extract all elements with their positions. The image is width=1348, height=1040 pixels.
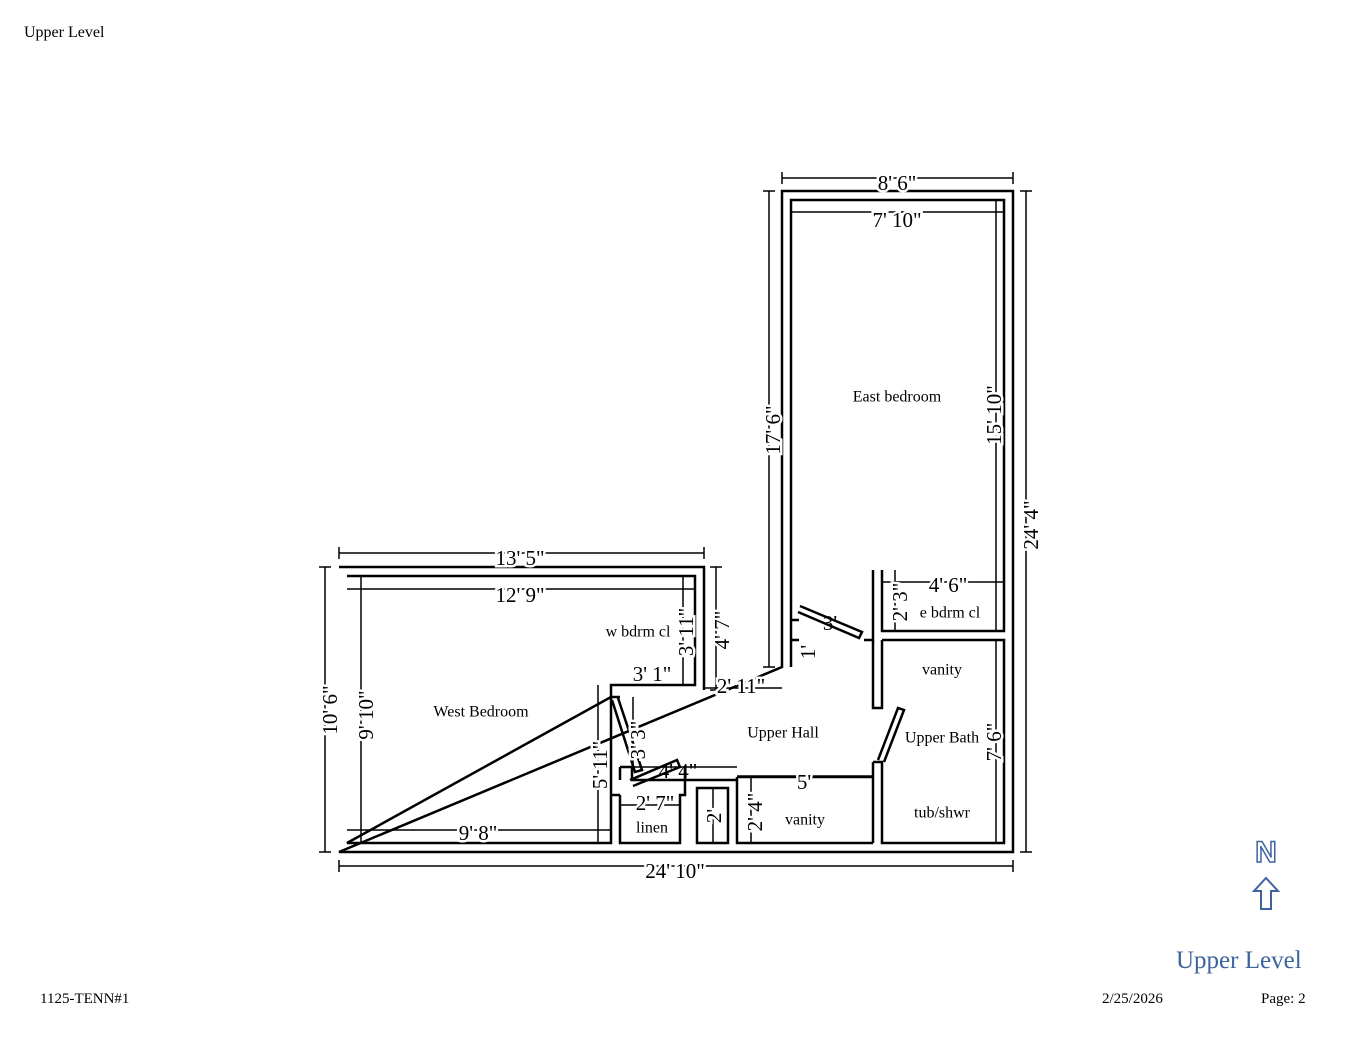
outer-wall xyxy=(338,189,1015,854)
dim-label: 3' 3" xyxy=(626,721,650,760)
dim-label: 15' 10" xyxy=(982,385,1006,445)
dim-label: 9' 10" xyxy=(354,690,378,739)
dim-label: 1' xyxy=(796,645,820,659)
door-east xyxy=(797,604,864,640)
dim-label: 3' 1" xyxy=(633,662,672,686)
arrow-up-icon xyxy=(1251,876,1281,910)
dim-label: 7' 10" xyxy=(872,208,921,232)
room-tub-shower: tub/shwr xyxy=(914,805,971,822)
door-bath xyxy=(876,706,906,763)
dim-label: 9' 8" xyxy=(459,821,498,845)
room-e-bdrm-cl: e bdrm cl xyxy=(920,605,981,622)
room-labels: East bedroom West Bedroom w bdrm cl e bd… xyxy=(433,389,980,837)
page-header-title: Upper Level xyxy=(24,24,105,41)
dim-label: 2' 7" xyxy=(636,791,675,815)
dim-label: 3' 11" xyxy=(674,608,698,656)
dim-label: 4' 4" xyxy=(659,759,698,783)
dim-label: 2' 11" xyxy=(717,674,765,698)
dim-label: 5' xyxy=(797,770,811,794)
dim-label: 2' 4" xyxy=(743,793,767,832)
level-label: Upper Level xyxy=(1176,947,1302,974)
footer-page: Page: 2 xyxy=(1261,991,1306,1007)
dim-label: 4' 6" xyxy=(929,573,968,597)
walls xyxy=(338,189,1015,854)
compass-letter: N xyxy=(1255,836,1277,869)
dim-label: 10' 6" xyxy=(318,685,342,734)
dim-label: 3' xyxy=(823,611,837,635)
dim-label: 24' 10" xyxy=(645,859,705,883)
door-west xyxy=(610,697,644,774)
room-east-bedroom: East bedroom xyxy=(853,389,942,406)
footer-date: 2/25/2026 xyxy=(1102,991,1163,1007)
dim-label: 5' 11" xyxy=(588,741,612,789)
north-arrow-icon: N xyxy=(1251,835,1281,910)
footer-id: 1125-TENN#1 xyxy=(40,991,130,1007)
room-upper-bath: Upper Bath xyxy=(905,730,979,747)
room-w-bdrm-cl: w bdrm cl xyxy=(606,624,671,641)
dim-label: 7' 6" xyxy=(982,723,1006,762)
room-vanity-bath: vanity xyxy=(922,662,962,679)
dim-label: 2' 3" xyxy=(888,583,912,622)
dim-label: 24' 4" xyxy=(1019,500,1043,549)
dimension-lines xyxy=(319,172,1032,872)
dim-label: 17' 6" xyxy=(761,405,785,454)
dim-label: 8' 6" xyxy=(878,171,917,195)
dim-label: 4' 7" xyxy=(710,611,734,650)
dim-label: 13' 5" xyxy=(495,546,544,570)
room-upper-hall: Upper Hall xyxy=(747,725,819,742)
room-west-bedroom: West Bedroom xyxy=(433,704,529,721)
dim-label: 12' 9" xyxy=(495,583,544,607)
door-linen xyxy=(629,758,682,788)
room-linen: linen xyxy=(636,820,668,837)
dimension-labels: 8' 6" 7' 10" 17' 6" 15' 10" 24' 4" 13' 5… xyxy=(315,168,1045,885)
room-vanity-hall: vanity xyxy=(785,812,825,829)
dim-label: 2' xyxy=(702,809,726,823)
